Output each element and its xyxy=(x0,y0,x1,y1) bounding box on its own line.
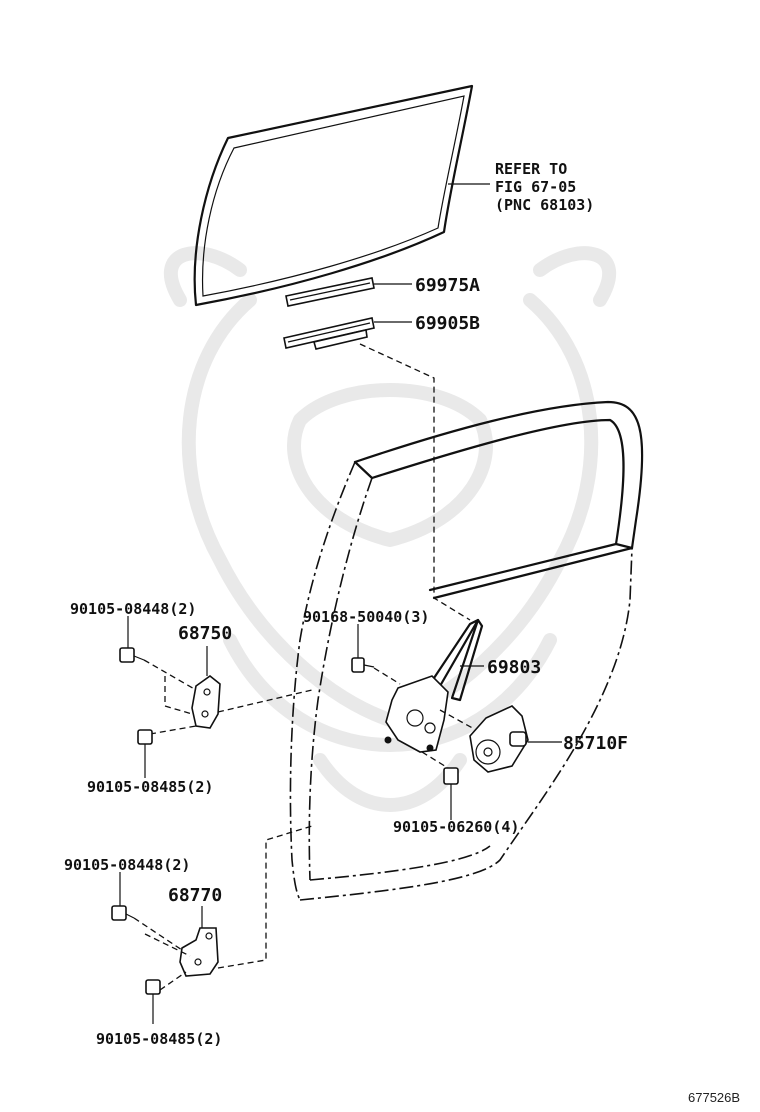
bolt-lower-90105-08448 xyxy=(111,905,135,921)
reference-note-line1: REFER TO xyxy=(495,160,567,178)
part-label-68750: 68750 xyxy=(178,623,232,644)
part-label-85710f: 85710F xyxy=(563,733,628,754)
fastener-label-90168-50040: 90168-50040(3) xyxy=(303,608,429,626)
bolt-90105-06260 xyxy=(443,767,459,785)
reference-note-line2: FIG 67-05 xyxy=(495,178,576,196)
part-label-68770: 68770 xyxy=(168,885,222,906)
bolt-upper-90105-08485 xyxy=(137,729,153,745)
figure-id: 677526B xyxy=(688,1090,740,1105)
door-hinge-upper-68750 xyxy=(191,674,221,729)
door-hinge-lower-68770 xyxy=(179,927,219,977)
glass-channel-69905b xyxy=(283,317,375,350)
regulator-motor-85710f xyxy=(469,705,529,773)
part-label-69905b: 69905B xyxy=(415,313,480,334)
fastener-label-upper-90105-08485: 90105-08485(2) xyxy=(87,778,213,796)
door-glass xyxy=(193,84,474,307)
bolt-upper-90105-08448 xyxy=(119,647,145,663)
fastener-label-upper-90105-08448: 90105-08448(2) xyxy=(70,600,196,618)
fastener-label-lower-90105-08448: 90105-08448(2) xyxy=(64,856,190,874)
glass-channel-69975a xyxy=(285,277,375,307)
bolt-lower-90105-08485 xyxy=(145,979,161,995)
fastener-label-lower-90105-08485: 90105-08485(2) xyxy=(96,1030,222,1048)
window-regulator-69803 xyxy=(384,618,484,753)
part-label-69975a: 69975A xyxy=(415,275,480,296)
part-label-69803: 69803 xyxy=(487,657,541,678)
fastener-label-90105-06260: 90105-06260(4) xyxy=(393,818,519,836)
rear-door-frame xyxy=(289,400,644,901)
bolt-90168-50040 xyxy=(351,657,375,673)
reference-note-line3: (PNC 68103) xyxy=(495,196,594,214)
